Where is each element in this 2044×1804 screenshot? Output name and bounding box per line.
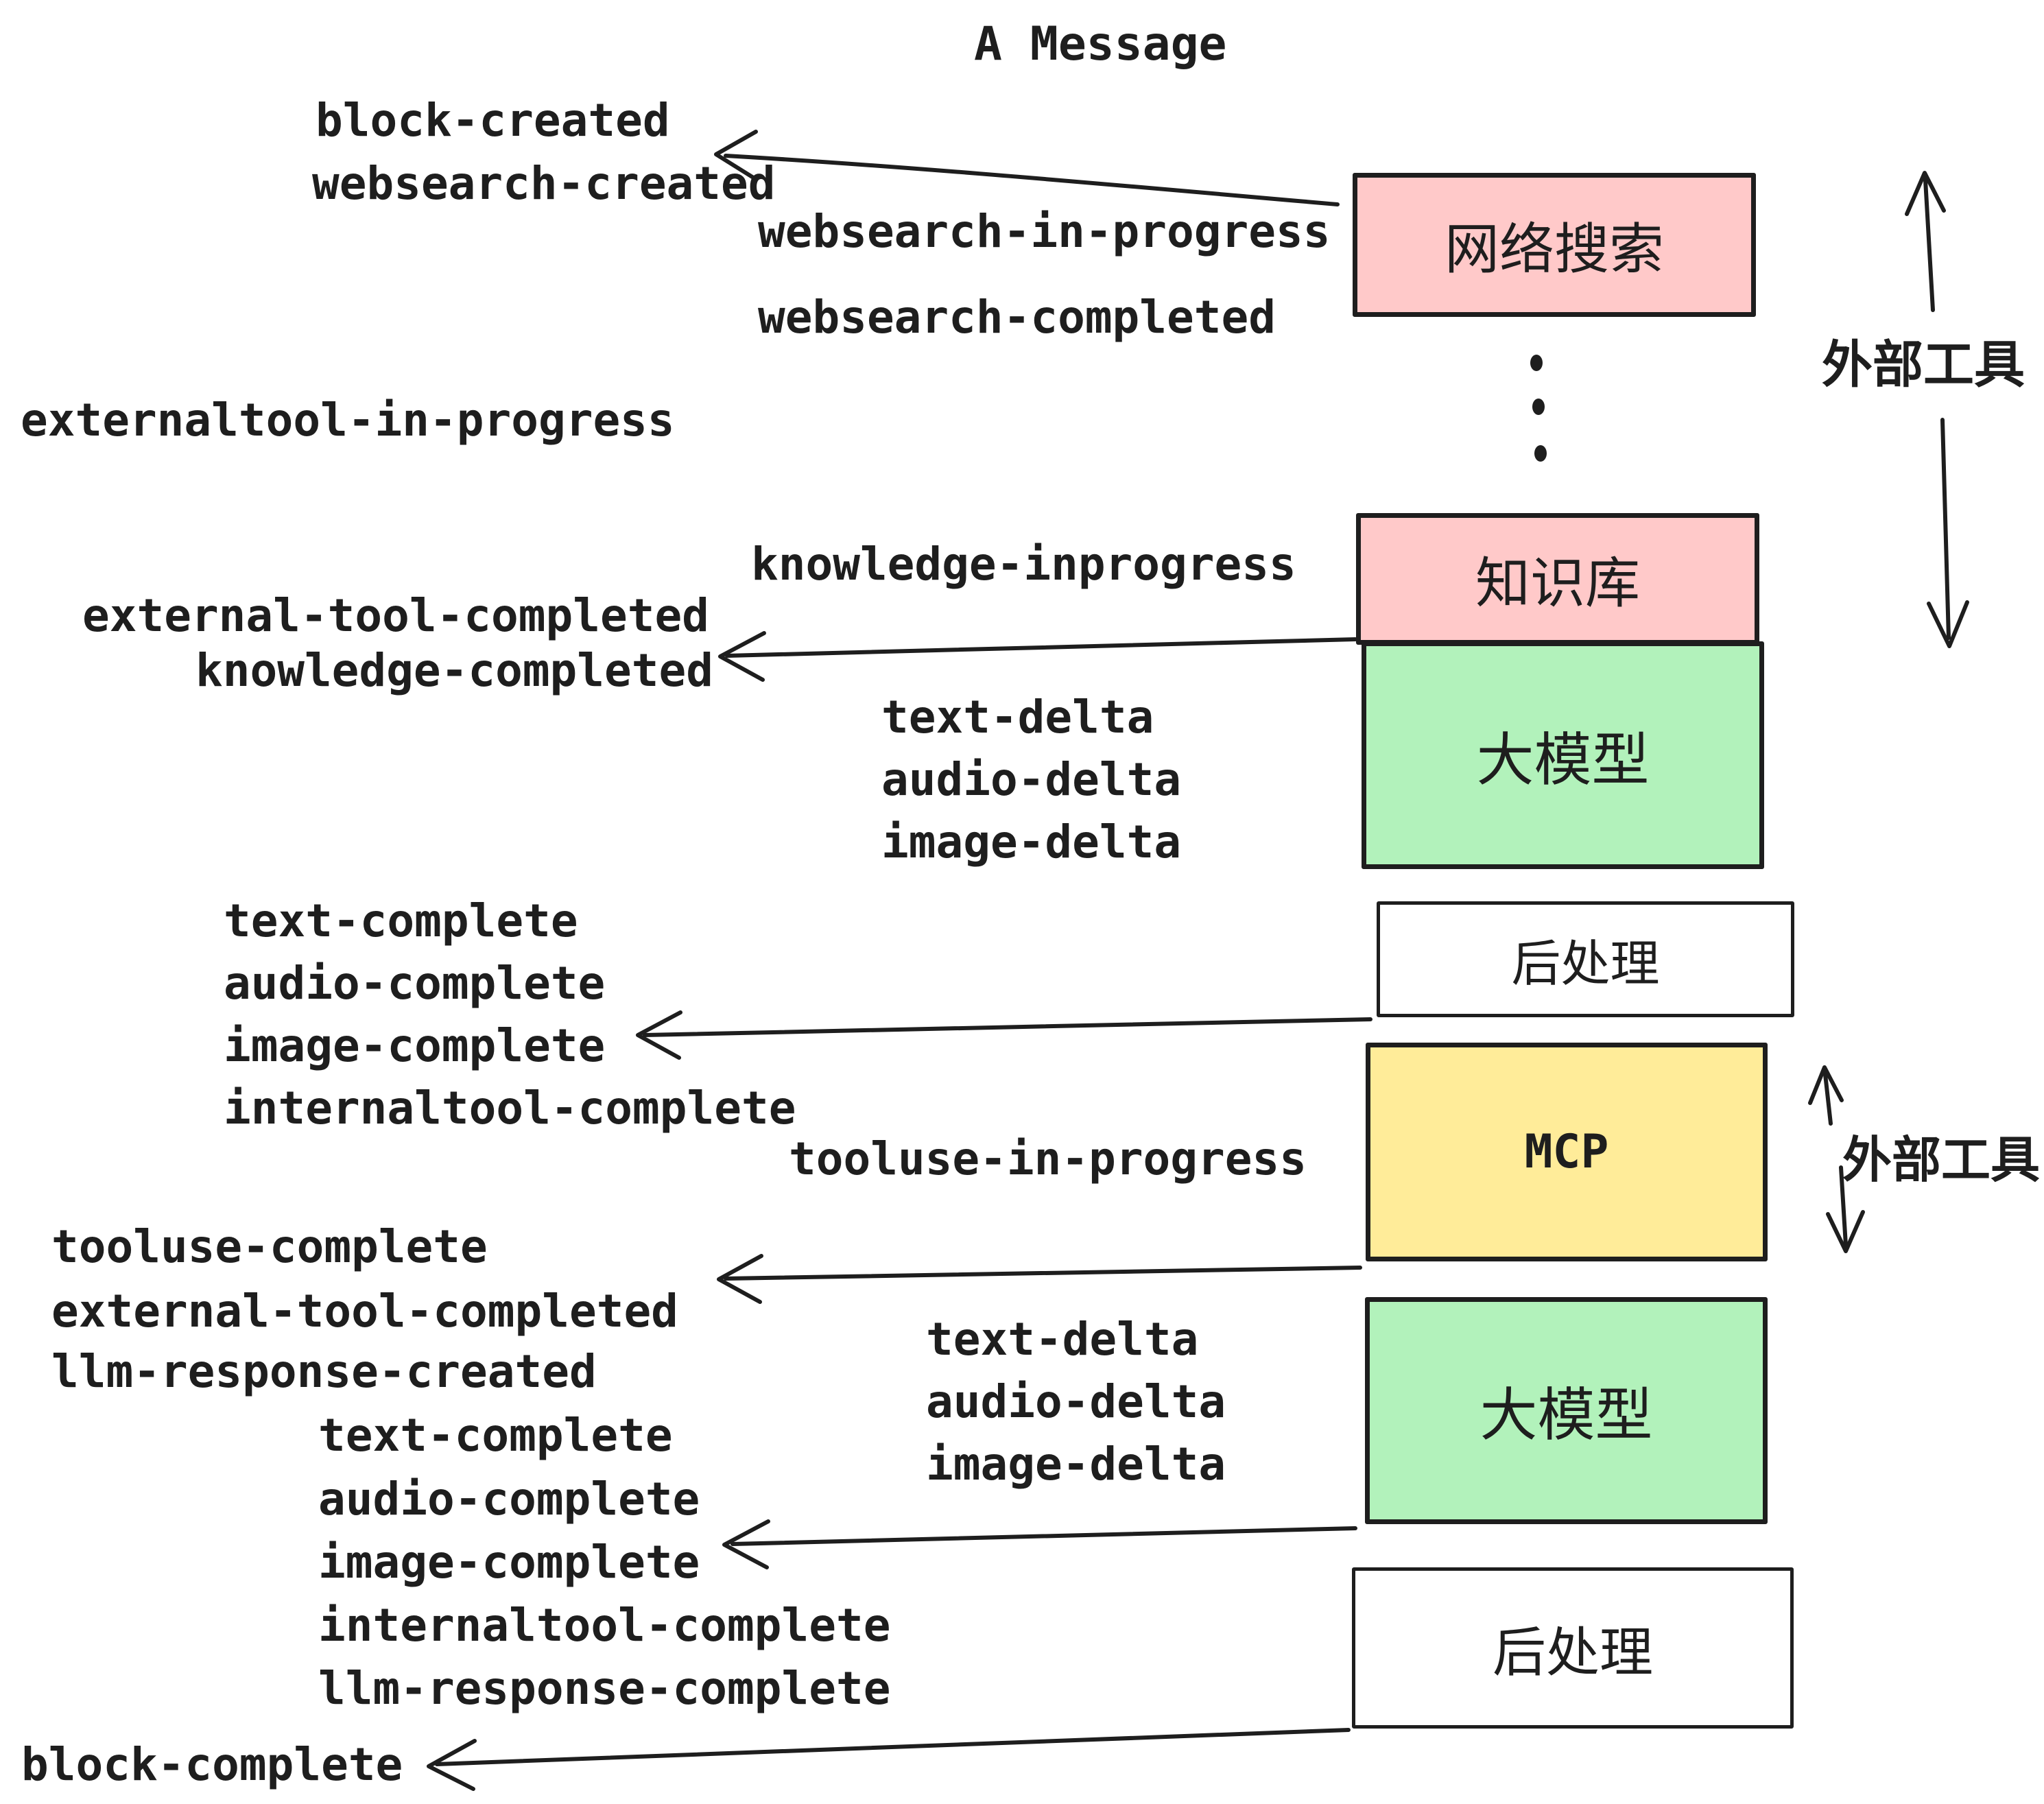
label-text-complete-1: text-complete	[224, 894, 578, 947]
label-llm-response-complete: llm-response-complete	[318, 1662, 891, 1715]
label-llm-response-created: llm-response-created	[51, 1345, 597, 1398]
label-image-complete-1: image-complete	[224, 1019, 606, 1072]
arrow-left-internal-complete-icon	[636, 1010, 1372, 1060]
box-mcp: MCP	[1366, 1043, 1768, 1261]
label-external-tool-completed-1: external-tool-completed	[82, 589, 709, 642]
box-websearch-label: 网络搜索	[1445, 217, 1664, 281]
label-image-delta-2: image-delta	[926, 1438, 1226, 1491]
box-knowledge-base: 知识库	[1356, 513, 1759, 645]
box-llm-1-label: 大模型	[1476, 726, 1650, 794]
label-image-complete-2: image-complete	[318, 1536, 700, 1589]
label-block-created: block-created	[316, 94, 670, 147]
label-knowledge-inprogress: knowledge-inprogress	[751, 538, 1296, 591]
label-audio-delta-1: audio-delta	[881, 753, 1182, 806]
label-tooluse-in-progress: tooluse-in-progress	[789, 1132, 1307, 1185]
label-internaltool-complete-2: internaltool-complete	[318, 1599, 891, 1652]
external-tools-label-bottom: 外部工具	[1842, 1131, 2041, 1189]
label-external-tool-completed-2: external-tool-completed	[51, 1285, 678, 1338]
label-audio-delta-2: audio-delta	[926, 1375, 1226, 1428]
label-externaltool-in-progress: externaltool-in-progress	[21, 394, 675, 447]
label-websearch-in-progress: websearch-in-progress	[758, 205, 1331, 258]
box-websearch: 网络搜索	[1353, 173, 1756, 317]
box-postprocess-2: 后处理	[1352, 1567, 1794, 1729]
label-websearch-completed: websearch-completed	[758, 291, 1276, 344]
arrow-up-external-tools-bottom-icon	[1808, 1065, 1844, 1126]
box-llm-2-label: 大模型	[1479, 1381, 1653, 1449]
label-text-delta-1: text-delta	[881, 691, 1154, 744]
label-text-complete-2: text-complete	[318, 1409, 673, 1462]
external-tools-label-top: 外部工具	[1822, 335, 2025, 394]
arrow-up-external-tools-top-icon	[1905, 171, 1946, 312]
vertical-ellipsis-icon	[1530, 355, 1547, 462]
label-internaltool-complete-1: internaltool-complete	[224, 1082, 796, 1135]
diagram-title: A Message	[974, 17, 1227, 71]
arrow-left-knowledge-completed-icon	[718, 631, 1357, 682]
label-knowledge-completed: knowledge-completed	[195, 644, 713, 697]
box-llm-2: 大模型	[1365, 1297, 1768, 1524]
label-text-delta-2: text-delta	[926, 1313, 1199, 1366]
label-websearch-created: websearch-created	[312, 157, 776, 210]
label-audio-complete-1: audio-complete	[224, 957, 606, 1010]
label-image-delta-1: image-delta	[881, 816, 1182, 868]
label-tooluse-complete: tooluse-complete	[51, 1220, 488, 1273]
arrow-down-external-tools-bottom-icon	[1826, 1165, 1865, 1253]
box-postprocess-2-label: 后处理	[1492, 1622, 1653, 1684]
arrow-left-websearch-created-icon	[714, 130, 1340, 206]
arrow-down-external-tools-top-icon	[1927, 418, 1969, 648]
box-mcp-label: MCP	[1524, 1125, 1609, 1179]
arrow-left-audio-complete-icon	[722, 1519, 1357, 1569]
box-postprocess-1-label: 后处理	[1511, 935, 1660, 993]
label-audio-complete-2: audio-complete	[318, 1473, 700, 1526]
box-postprocess-1: 后处理	[1377, 901, 1794, 1017]
arrow-left-block-complete-icon	[427, 1728, 1351, 1791]
label-block-complete: block-complete	[21, 1738, 403, 1791]
arrow-left-tooluse-complete-icon	[717, 1254, 1362, 1304]
box-knowledge-base-label: 知识库	[1475, 551, 1640, 615]
box-llm-1: 大模型	[1362, 641, 1764, 869]
